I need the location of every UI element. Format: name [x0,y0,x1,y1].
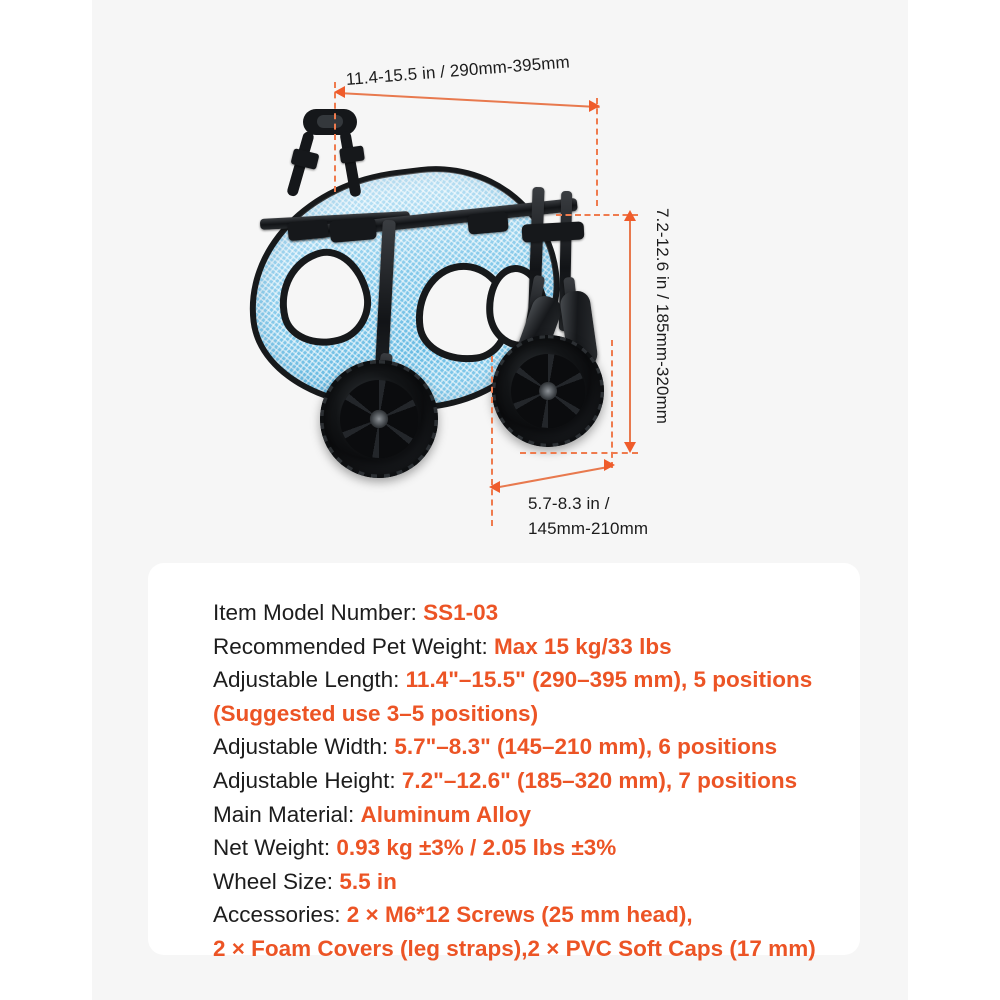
spec-value: SS1-03 [423,600,499,625]
shoulder-yoke-harness [285,105,375,198]
spec-label: Wheel Size: [213,868,340,894]
spec-value: 5.7"–8.3" (145–210 mm), 6 positions [394,734,778,760]
spec-line: Adjustable Length: 11.4"–15.5" (290–395 … [213,663,836,697]
spec-value: 0.93 kg ±3% / 2.05 lbs ±3% [336,835,617,861]
spec-value: 5.5 in [339,868,397,894]
spec-label: Adjustable Height: [213,767,402,793]
height-dimension-line [629,218,631,450]
spec-line: Item Model Number: SS1-03 [213,596,836,630]
length-arrow-left [334,86,345,98]
height-arrow-bottom [624,442,636,453]
spec-label: Recommended Pet Weight: [213,633,494,659]
spec-line: Adjustable Width: 5.7"–8.3" (145–210 mm)… [213,730,836,764]
height-extension-line-bottom [520,452,638,454]
spec-value: 2 × M6*12 Screws (25 mm head), [346,902,693,928]
height-extension-line-top [556,214,638,216]
buckle-rear-right [521,221,585,243]
spec-label: Item Model Number: [213,600,424,625]
wheel-front-hub [369,409,389,429]
width-dimension-label: 5.7-8.3 in / 145mm-210mm [528,492,708,541]
spec-value: 11.4"–15.5" (290–395 mm), 5 positions [405,667,813,693]
spec-value: 7.2"–12.6" (185–320 mm), 7 positions [401,767,798,793]
wheel-rear-hub [539,382,557,400]
spec-value: (Suggested use 3–5 positions) [213,700,539,726]
height-dimension-label: 7.2-12.6 in / 185mm-320mm [653,208,672,425]
wheel-rear [492,335,604,447]
width-extension-line-left [491,356,493,526]
spec-line: Main Material: Aluminum Alloy [213,798,836,832]
spec-label: Net Weight: [213,835,337,861]
spec-label: Main Material: [213,801,361,827]
spec-line: Adjustable Height: 7.2"–12.6" (185–320 m… [213,764,836,798]
height-arrow-top [624,210,636,221]
spec-value: Max 15 kg/33 lbs [493,633,672,659]
length-arrow-right [589,100,600,112]
width-dimension-label-line2: 145mm-210mm [528,518,649,538]
length-extension-line-left [334,82,336,192]
width-dimension-label-line1: 5.7-8.3 in / [528,494,610,513]
spec-line: 2 × Foam Covers (leg straps),2 × PVC Sof… [213,932,836,966]
spec-label: Adjustable Width: [213,734,395,760]
buckle-rear-left [467,211,509,235]
width-arrow-left [489,481,500,493]
spec-line: Net Weight: 0.93 kg ±3% / 2.05 lbs ±3% [213,831,836,865]
width-arrow-right [604,459,615,471]
product-image-pet-wheelchair [230,95,650,515]
length-extension-line-right [596,98,598,206]
spec-value: 2 × Foam Covers (leg straps),2 × PVC Sof… [213,935,816,961]
spec-label: Accessories: [213,902,347,928]
spec-line: Wheel Size: 5.5 in [213,865,836,899]
width-extension-line-right [611,340,613,468]
spec-value: Aluminum Alloy [360,801,531,827]
spec-line: Accessories: 2 × M6*12 Screws (25 mm hea… [213,898,836,932]
buckle-side-center [329,217,377,243]
spec-line: (Suggested use 3–5 positions) [213,697,836,731]
buckle-side-left [287,219,329,241]
spec-line: Recommended Pet Weight: Max 15 kg/33 lbs [213,630,836,664]
spec-label: Adjustable Length: [213,667,406,693]
wheel-front [320,360,438,478]
